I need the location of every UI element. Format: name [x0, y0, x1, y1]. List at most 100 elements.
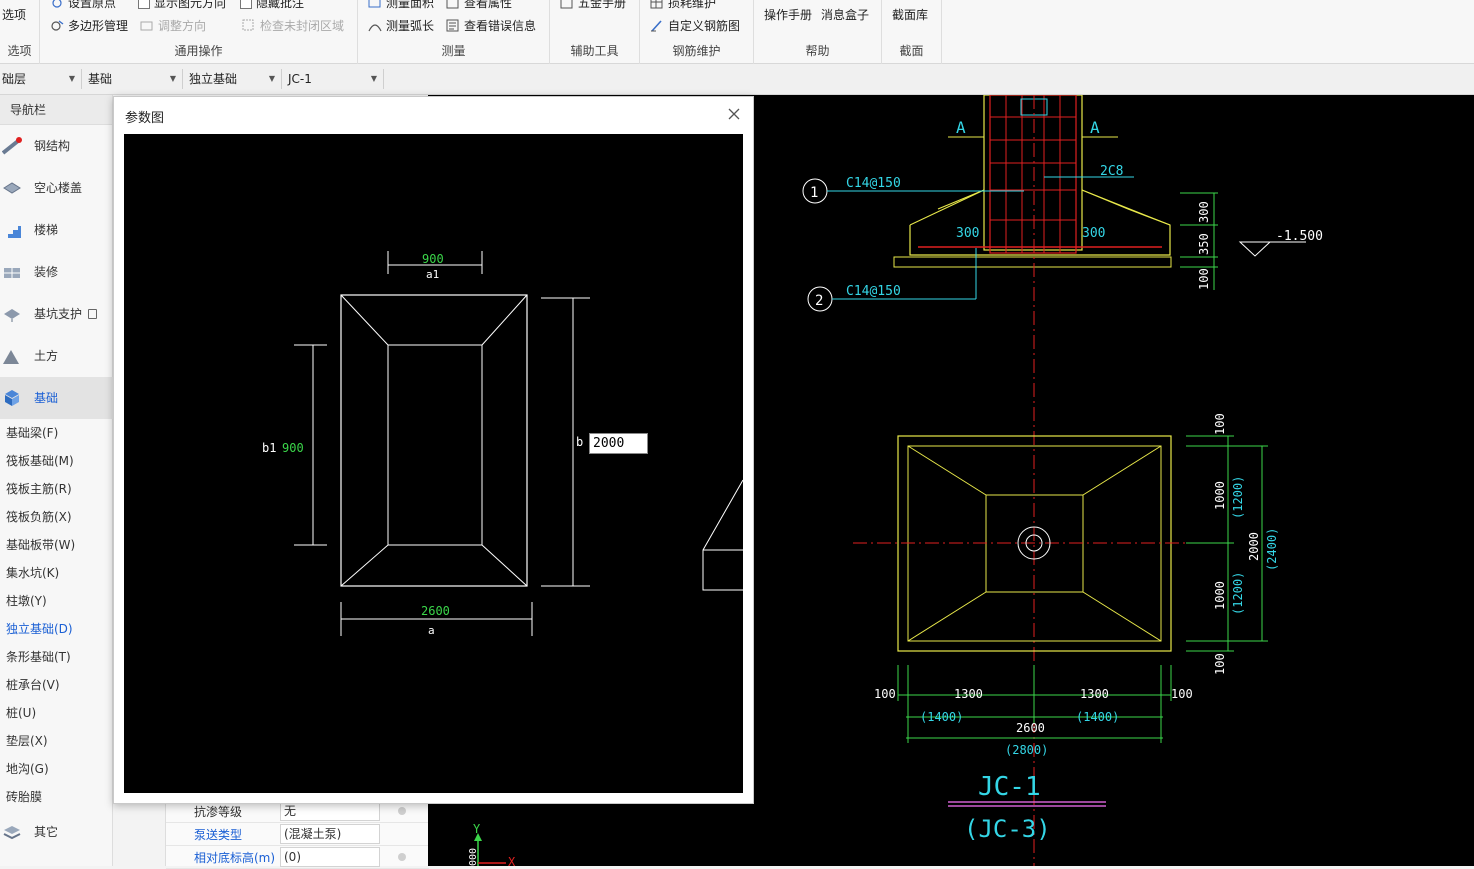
nav-sub-item[interactable]: 筏板基础(M): [6, 454, 74, 468]
type-selector[interactable]: 独立基础▼: [187, 69, 282, 89]
nav-sub-item[interactable]: 砖胎膜: [6, 790, 43, 804]
rebar-edit-icon: [650, 19, 664, 32]
property-name: 泵送类型: [194, 828, 243, 842]
message-box-button[interactable]: 消息盒子: [821, 8, 870, 22]
footing-inner-rect: [387, 344, 483, 546]
view-errors-label: 查看错误信息: [464, 19, 537, 33]
nav-sub-item[interactable]: 集水坑(K): [6, 566, 60, 580]
steel-manual-button[interactable]: 五金手册: [560, 0, 626, 12]
section-library-button[interactable]: 截面库: [892, 8, 929, 22]
b-value-input[interactable]: 2000: [589, 433, 648, 454]
nav-cat-earthwork[interactable]: 土方: [0, 335, 113, 377]
elevation-mark: -1.500: [1276, 229, 1323, 244]
nav-sub-item[interactable]: 地沟(G): [6, 762, 49, 776]
rebar-maint-group: 损耗维护 自定义钢筋图 钢筋维护: [640, 0, 754, 64]
type-value: 独立基础: [189, 72, 238, 86]
aux-tools-title: 辅助工具: [570, 44, 619, 58]
options-button[interactable]: 选项: [2, 8, 27, 22]
plan-dim-bottom: 2600: [1016, 721, 1045, 735]
check-region-icon: [242, 19, 256, 32]
property-name: 相对底标高(m): [194, 851, 276, 865]
ribbon-toolbar: 选项 选项 设置原点 显示图元方向 隐藏批注 多边形管理 调整方向 检查未封闭区…: [0, 0, 1474, 64]
custom-rebar-button[interactable]: 自定义钢筋图: [650, 17, 740, 35]
measure-arc-button[interactable]: 测量弧长: [368, 17, 434, 35]
section-preview-edge: [702, 479, 743, 591]
check-unclosed-button[interactable]: 检查未封闭区域: [242, 17, 344, 35]
plan-dim-bottom: 1300: [1080, 687, 1109, 701]
nav-cat-hollow-slab[interactable]: 空心楼盖: [0, 167, 113, 209]
adjust-direction-button[interactable]: 调整方向: [140, 17, 206, 35]
floor-selector[interactable]: 础层▼: [0, 69, 82, 89]
nav-sub-item[interactable]: 柱墩(Y): [6, 594, 47, 608]
set-origin-label: 设置原点: [68, 0, 117, 10]
show-direction-checkbox[interactable]: 显示图元方向: [138, 0, 226, 12]
property-value[interactable]: (0): [280, 847, 380, 867]
nav-sub-item[interactable]: 垫层(X): [6, 734, 48, 748]
steel-manual-label: 五金手册: [578, 0, 627, 10]
component-selector[interactable]: JC-1▼: [286, 69, 384, 89]
options-group: 选项 选项: [0, 0, 40, 64]
column-circle-inner: [1025, 534, 1043, 552]
nav-sub-item[interactable]: 筏板主筋(R): [6, 482, 72, 496]
polygon-manage-button[interactable]: 多边形管理: [50, 17, 128, 35]
nav-cat-foundation[interactable]: 基础: [0, 377, 113, 419]
a1-label: a1: [426, 268, 439, 281]
footing-section-outline: [909, 189, 1171, 256]
arc-icon: [368, 19, 382, 32]
plan-dim-right: 2000: [1247, 532, 1261, 561]
property-value[interactable]: 无: [280, 801, 380, 821]
measure-area-button[interactable]: 测量面积: [368, 0, 434, 12]
decoration-icon: [4, 268, 20, 278]
property-indicator: [398, 807, 406, 815]
close-button[interactable]: [723, 103, 745, 125]
nav-cat-steel[interactable]: 钢结构: [0, 125, 113, 167]
elev-350: 350: [1197, 233, 1211, 255]
options-group-title: 选项: [7, 44, 32, 58]
manual-button[interactable]: 操作手册: [764, 8, 813, 22]
rebar2-text: C14@150: [846, 284, 901, 299]
view-errors-button[interactable]: 查看错误信息: [446, 17, 536, 35]
grid-icon: [650, 0, 664, 9]
hollow-slab-icon: [3, 182, 21, 194]
nav-sub-item[interactable]: 基础板带(W): [6, 538, 76, 552]
adjust-direction-icon: [140, 19, 154, 32]
nav-sub-item[interactable]: 条形基础(T): [6, 650, 71, 664]
loss-maint-button[interactable]: 损耗维护: [650, 0, 716, 12]
nav-cat-pit-support[interactable]: 基坑支护: [0, 293, 113, 335]
hide-annotation-checkbox[interactable]: 隐藏批注: [240, 0, 304, 12]
attr-icon: [446, 0, 460, 9]
cad-drawing: A A 1 C14@150 2 C14@150 2C8 300 300: [468, 95, 1323, 866]
plan-dim-right: (1200): [1231, 476, 1245, 519]
nav-sub-item[interactable]: 筏板负筋(X): [6, 510, 72, 524]
rebar2-tag: 2: [815, 293, 823, 309]
measure-arc-label: 测量弧长: [386, 19, 435, 33]
plan-dim-right: (1200): [1231, 572, 1245, 615]
plan-dim-right: 1000: [1213, 481, 1227, 510]
nav-cat-stairs[interactable]: 楼梯: [0, 209, 113, 251]
nav-sub-item[interactable]: 桩(U): [6, 706, 37, 720]
dim-300-left: 300: [956, 226, 979, 241]
a1-value: 900: [422, 252, 444, 266]
close-icon: [728, 108, 740, 120]
nav-sub-item-isolated-foundation[interactable]: 独立基础(D): [6, 622, 73, 636]
nav-sub-item[interactable]: 基础梁(F): [6, 426, 59, 440]
error-list-icon: [446, 19, 460, 32]
measure-area-label: 测量面积: [386, 0, 435, 10]
hide-annotation-label: 隐藏批注: [256, 0, 305, 10]
checkbox-box[interactable]: [240, 0, 252, 9]
category-selector[interactable]: 基础▼: [86, 69, 183, 89]
help-group: 操作手册 消息盒子 帮助: [754, 0, 882, 64]
nav-cat-decoration[interactable]: 装修: [0, 251, 113, 293]
property-value[interactable]: (混凝土泵): [280, 824, 380, 844]
nav-sub-item[interactable]: 桩承台(V): [6, 678, 60, 692]
plan-dim-bottom: (2800): [1005, 743, 1048, 757]
help-title: 帮助: [805, 44, 830, 58]
nav-cat-other[interactable]: 其它: [0, 811, 113, 853]
view-attr-button[interactable]: 查看属性: [446, 0, 512, 12]
dialog-title: 参数图: [125, 111, 165, 126]
nav-cat-label: 土方: [34, 349, 59, 363]
set-origin-button[interactable]: 设置原点: [50, 0, 116, 12]
nav-cat-label: 基坑支护: [34, 307, 83, 321]
checkbox-box[interactable]: [138, 0, 150, 9]
drawing-title: JC-1: [978, 772, 1041, 802]
